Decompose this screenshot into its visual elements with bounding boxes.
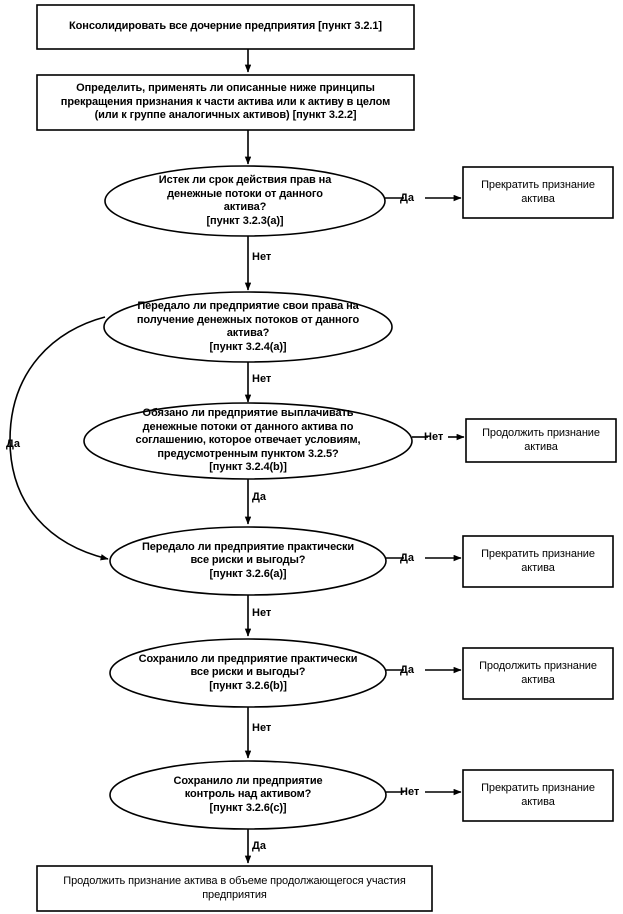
edge-label-d6-yes: Да — [252, 840, 266, 852]
edge-label-d3-yes: Да — [252, 491, 266, 503]
edge-label-d5-no: Нет — [252, 722, 272, 734]
edge-label-d4-yes: Да — [400, 552, 414, 564]
edge-label-d2-no: Нет — [252, 373, 272, 385]
terminal-1-shape — [462, 166, 614, 219]
decision-2-shape — [103, 291, 393, 363]
process-1-shape — [36, 4, 415, 50]
edge-label-d5-yes: Да — [400, 664, 414, 676]
decision-3-shape — [83, 402, 413, 480]
edge-label-d6-no: Нет — [400, 786, 420, 798]
edge-label-d1-no: Нет — [252, 251, 272, 263]
terminal-4-shape — [462, 647, 614, 700]
process-2-shape — [36, 74, 415, 131]
edge-label-d2-yes-loopback: Да — [6, 438, 20, 450]
terminal-5-shape — [462, 769, 614, 822]
decision-6-shape — [109, 760, 387, 830]
terminal-2-shape — [465, 418, 617, 463]
decision-4-shape — [109, 526, 387, 596]
connector-d2-yes-loopback — [9, 316, 109, 561]
edge-label-d4-no: Нет — [252, 607, 272, 619]
decision-5-shape — [109, 638, 387, 708]
edge-label-d1-yes: Да — [400, 192, 414, 204]
terminal-3-shape — [462, 535, 614, 588]
edge-label-d3-no: Нет — [424, 431, 444, 443]
decision-1-shape — [104, 165, 386, 237]
terminal-6-shape — [36, 865, 433, 912]
